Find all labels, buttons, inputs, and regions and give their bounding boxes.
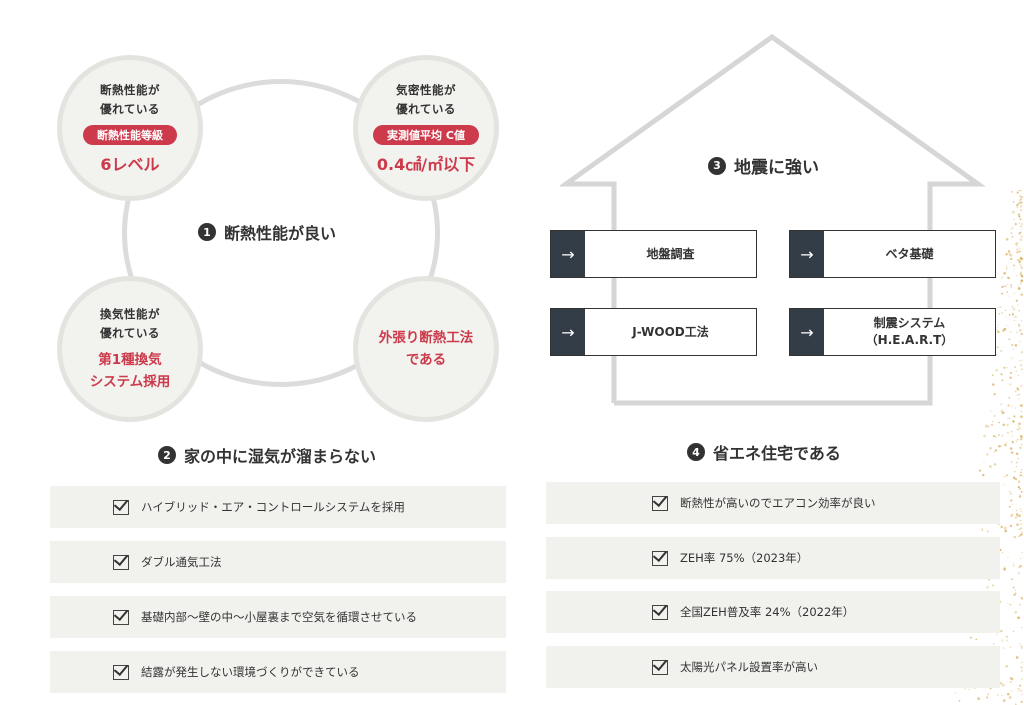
humidity-item-4: 結露が発生しない環境づくりができている bbox=[50, 651, 506, 693]
section-title-text: 家の中に湿気が溜まらない bbox=[184, 447, 377, 466]
humidity-item-3: 基礎内部〜壁の中〜小屋裏まで空気を循環させている bbox=[50, 596, 506, 638]
circle-text: 気密性能が 優れている bbox=[396, 81, 456, 119]
earthquake-item-ground-survey: → 地盤調査 bbox=[550, 230, 757, 278]
energy-item-3: 全国ZEH普及率 24%（2022年） bbox=[546, 591, 1000, 633]
item-label: 制震システム （H.E.A.R.T） bbox=[824, 309, 995, 355]
checkbox-icon bbox=[113, 609, 129, 625]
circle-line: 換気性能が bbox=[100, 307, 160, 321]
item-text: 全国ZEH普及率 24%（2022年） bbox=[680, 605, 855, 619]
insulation-section-title: 1 断熱性能が良い bbox=[198, 220, 336, 244]
checkbox-icon bbox=[652, 550, 668, 566]
house-outline bbox=[560, 33, 986, 406]
section-title-text: 地震に強い bbox=[734, 158, 819, 178]
circle-value: 外張り断熱工法 である bbox=[379, 327, 474, 371]
earthquake-item-jwood: → J-WOOD工法 bbox=[550, 308, 757, 356]
item-label-line: 地盤調査 bbox=[646, 246, 695, 261]
item-label-line: ベタ基礎 bbox=[885, 246, 934, 261]
checkbox-icon bbox=[652, 495, 668, 511]
item-text: 結露が発生しない環境づくりができている bbox=[141, 665, 360, 679]
circle-value-line: 第1種換気 bbox=[98, 352, 162, 368]
checkbox-icon bbox=[652, 659, 668, 675]
humidity-item-2: ダブル通気工法 bbox=[50, 541, 506, 583]
circle-connector-ring bbox=[122, 79, 440, 387]
circle-value-line: 外張り断熱工法 bbox=[378, 330, 474, 346]
section-number-badge: 2 bbox=[158, 446, 176, 464]
item-label: 地盤調査 bbox=[585, 231, 756, 277]
circle-value: 6レベル bbox=[100, 155, 160, 174]
item-label: J-WOOD工法 bbox=[585, 309, 756, 355]
item-text: 太陽光パネル設置率が高い bbox=[680, 660, 818, 674]
circle-line: 優れている bbox=[100, 326, 160, 340]
energy-item-1: 断熱性が高いのでエアコン効率が良い bbox=[546, 482, 1000, 524]
section-number-badge: 3 bbox=[708, 156, 726, 175]
item-label: ベタ基礎 bbox=[824, 231, 995, 277]
item-label-line: J-WOOD工法 bbox=[632, 324, 709, 339]
item-text: ダブル通気工法 bbox=[141, 555, 222, 569]
earthquake-item-damper-system: → 制震システム （H.E.A.R.T） bbox=[789, 308, 996, 356]
circle-line: 優れている bbox=[396, 102, 456, 116]
item-label-line: （H.E.A.R.T） bbox=[865, 333, 954, 347]
circle-text: 断熱性能が 優れている bbox=[100, 81, 160, 119]
circle-line: 気密性能が bbox=[396, 83, 456, 97]
arrow-right-icon: → bbox=[551, 231, 585, 277]
section-number-badge: 4 bbox=[687, 443, 705, 461]
energy-item-2: ZEH率 75%（2023年） bbox=[546, 537, 1000, 579]
section-number-badge: 1 bbox=[198, 223, 216, 241]
arrow-right-icon: → bbox=[790, 309, 824, 355]
arrow-right-icon: → bbox=[551, 309, 585, 355]
item-text: 断熱性が高いのでエアコン効率が良い bbox=[680, 496, 876, 510]
checkbox-icon bbox=[113, 499, 129, 515]
item-text: ハイブリッド・エア・コントロールシステムを採用 bbox=[141, 500, 405, 514]
circle-line: 断熱性能が bbox=[100, 83, 160, 97]
energy-section-title: 4 省エネ住宅である bbox=[687, 440, 841, 464]
item-text: ZEH率 75%（2023年） bbox=[680, 551, 809, 565]
section-title-text: 断熱性能が良い bbox=[224, 224, 337, 243]
earthquake-item-mat-foundation: → ベタ基礎 bbox=[789, 230, 996, 278]
item-text: 基礎内部〜壁の中〜小屋裏まで空気を循環させている bbox=[141, 610, 417, 624]
arrow-right-icon: → bbox=[790, 231, 824, 277]
circle-badge: 断熱性能等級 bbox=[83, 125, 177, 145]
humidity-section-title: 2 家の中に湿気が溜まらない bbox=[158, 443, 376, 467]
thermal-insulation-circle: 断熱性能が 優れている 断熱性能等級 6レベル bbox=[57, 55, 203, 201]
circle-badge: 実測値平均 C値 bbox=[373, 125, 479, 145]
circle-value-line: システム採用 bbox=[89, 374, 171, 390]
circle-line: 優れている bbox=[100, 102, 160, 116]
section-title-text: 省エネ住宅である bbox=[713, 444, 841, 463]
circle-text: 換気性能が 優れている bbox=[100, 305, 160, 343]
checkbox-icon bbox=[113, 664, 129, 680]
circle-value: 0.4㎠/㎡以下 bbox=[376, 155, 476, 174]
earthquake-section-title: 3 地震に強い bbox=[708, 153, 819, 178]
circle-value-line: である bbox=[405, 352, 447, 368]
airtightness-circle: 気密性能が 優れている 実測値平均 C値 0.4㎠/㎡以下 bbox=[353, 55, 499, 201]
humidity-item-1: ハイブリッド・エア・コントロールシステムを採用 bbox=[50, 486, 506, 528]
checkbox-icon bbox=[652, 604, 668, 620]
energy-item-4: 太陽光パネル設置率が高い bbox=[546, 646, 1000, 688]
exterior-insulation-circle: 外張り断熱工法 である bbox=[353, 276, 499, 422]
item-label-line: 制震システム bbox=[873, 316, 946, 330]
circle-value: 第1種換気 システム採用 bbox=[90, 349, 171, 393]
ventilation-circle: 換気性能が 優れている 第1種換気 システム採用 bbox=[57, 276, 203, 422]
checkbox-icon bbox=[113, 554, 129, 570]
